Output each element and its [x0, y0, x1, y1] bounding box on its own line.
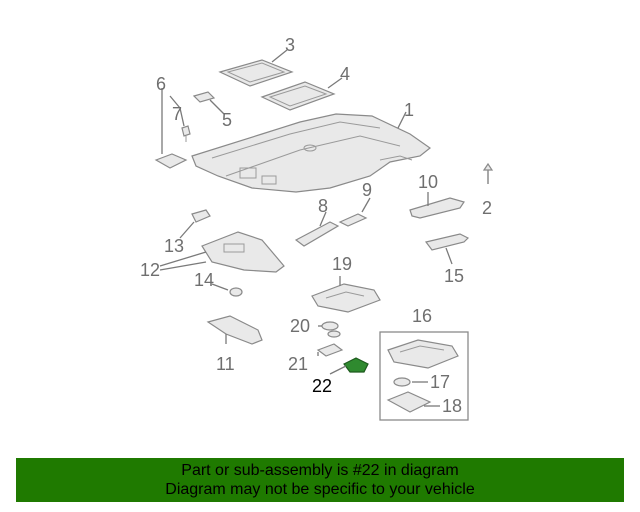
part-10-assist-grip — [409, 197, 465, 219]
info-banner: Part or sub-assembly is #22 in diagram D… — [16, 458, 624, 502]
part-13-holder — [191, 209, 211, 223]
part-6-lamp-assembly — [154, 153, 188, 169]
callout-16: 16 — [412, 306, 432, 326]
part-20-bulb — [321, 321, 341, 338]
callout-21: 21 — [288, 354, 308, 374]
part-1-headliner — [191, 113, 432, 193]
part-8-trim — [294, 221, 340, 247]
callout-4: 4 — [340, 64, 350, 84]
leader-lines — [159, 49, 453, 407]
part-5-bracket — [192, 91, 216, 103]
callout-7: 7 — [172, 104, 182, 124]
part-16-assembly-box — [379, 331, 469, 421]
part-2-screw — [482, 162, 494, 184]
part-3-sunshade-panel — [218, 59, 294, 87]
callout-1: 1 — [404, 100, 414, 120]
callout-15: 15 — [444, 266, 464, 286]
part-9-cover — [338, 213, 368, 227]
callout-5: 5 — [222, 110, 232, 130]
callout-14: 14 — [194, 270, 214, 290]
callout-18: 18 — [442, 396, 462, 416]
banner-line-1: Part or sub-assembly is #22 in diagram — [181, 462, 459, 479]
part-4-sunroof-panel — [260, 81, 336, 111]
callout-11: 11 — [216, 354, 235, 374]
part-11-cover — [206, 315, 263, 345]
part-7-clip — [181, 125, 191, 142]
callout-17: 17 — [430, 372, 450, 392]
callout-2: 2 — [482, 198, 492, 218]
callout-9: 9 — [362, 180, 372, 200]
callout-3: 3 — [285, 35, 295, 55]
part-19-console — [311, 283, 381, 313]
part-15-assist-grip — [424, 233, 470, 251]
callout-20: 20 — [290, 316, 310, 336]
part-21-lens — [316, 343, 344, 357]
callout-10: 10 — [418, 172, 438, 192]
callout-8: 8 — [318, 196, 328, 216]
callout-6: 6 — [156, 74, 166, 94]
callout-13: 13 — [164, 236, 184, 256]
part-12-sun-visor — [201, 231, 285, 273]
banner-line-2: Diagram may not be specific to your vehi… — [165, 481, 475, 498]
callout-22: 22 — [312, 376, 332, 396]
callout-19: 19 — [332, 254, 352, 274]
part-14-clip — [229, 287, 243, 297]
part-22-highlighted — [343, 357, 369, 373]
callout-12: 12 — [140, 260, 160, 280]
